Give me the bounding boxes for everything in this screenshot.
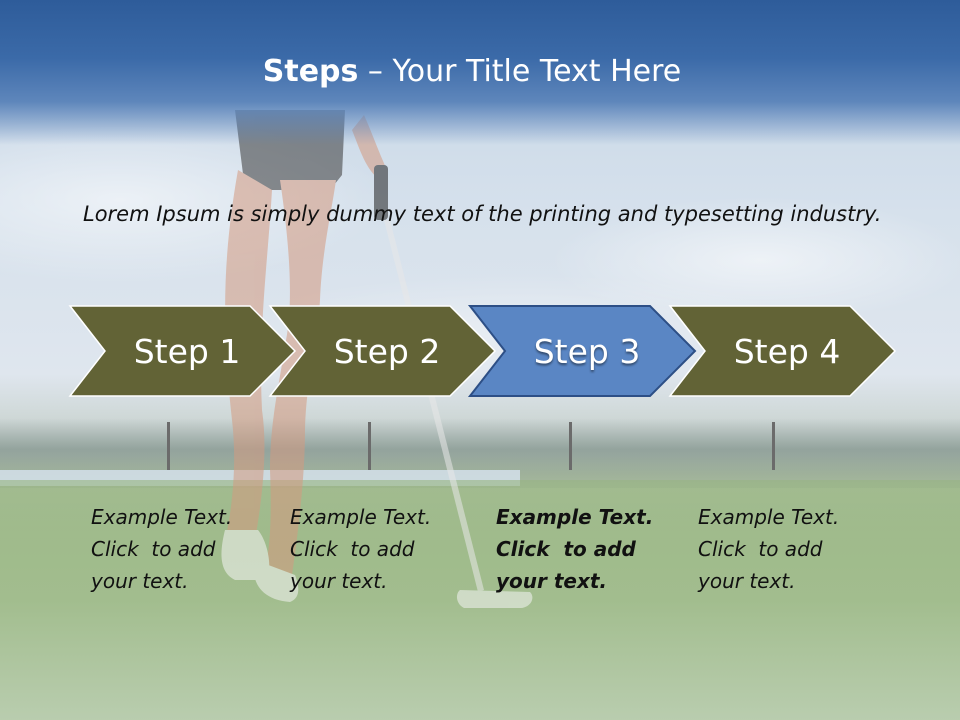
title-bold: Steps [262,54,359,89]
step-chevron-4[interactable] [668,305,897,397]
example-line: Click to add [91,537,216,561]
page-title: Steps – Your Title Text Here [0,54,944,89]
connector-line-1 [167,422,170,470]
example-line: your text. [496,569,608,593]
step-chevron-2[interactable] [268,305,497,397]
example-line: your text. [698,569,796,593]
step-chevron-1[interactable] [68,305,297,397]
connector-line-4 [772,422,775,470]
step-label-2[interactable]: Step 2 [333,332,441,371]
example-line: your text. [91,569,189,593]
connector-line-2 [368,422,371,470]
example-line: Example Text. [496,505,654,529]
step-label-1[interactable]: Step 1 [133,332,241,371]
step-label-4[interactable]: Step 4 [733,332,841,371]
steps-row [0,300,960,400]
example-line: Click to add [698,537,823,561]
example-line: Example Text. [698,505,840,529]
title-bar [0,0,960,145]
example-line: Example Text. [290,505,432,529]
example-text-2[interactable]: Example Text. Click to add your text. [290,501,470,597]
example-line: Example Text. [91,505,233,529]
step-chevron-3[interactable] [467,305,697,397]
step-label-3[interactable]: Step 3 [533,332,641,371]
connector-line-3 [569,422,572,470]
example-text-3[interactable]: Example Text. Click to add your text. [496,501,676,597]
example-text-1[interactable]: Example Text. Click to add your text. [91,501,271,597]
example-line: Click to add [496,537,636,561]
example-line: Click to add [290,537,415,561]
title-rest: – Your Title Text Here [358,54,682,89]
steps-chevrons [68,305,897,397]
intro-text: Lorem Ipsum is simply dummy text of the … [83,202,882,226]
example-line: your text. [290,569,388,593]
example-text-4[interactable]: Example Text. Click to add your text. [698,501,878,597]
